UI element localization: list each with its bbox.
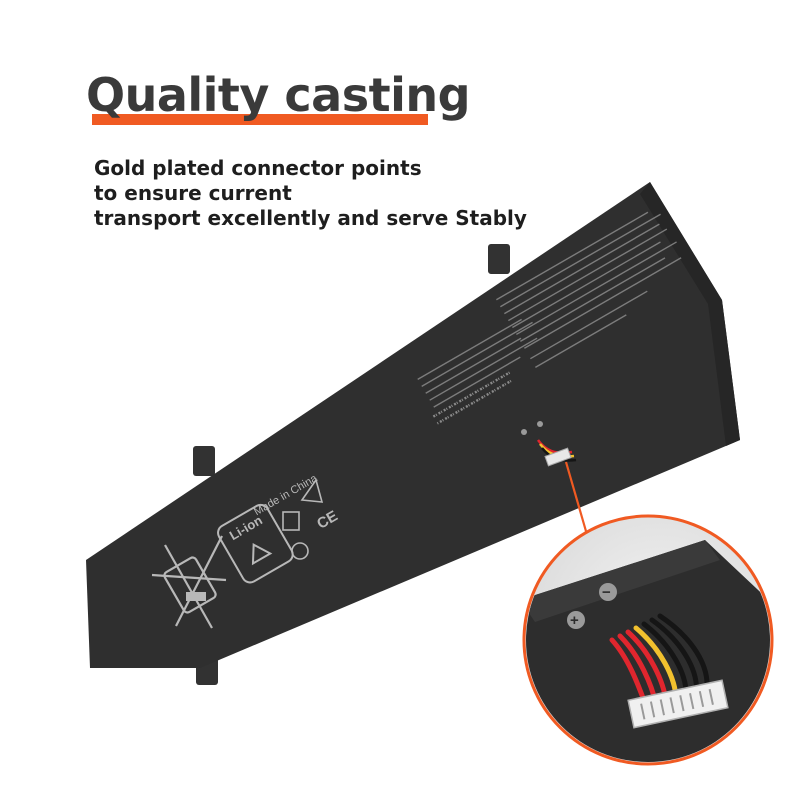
recycle-icon bbox=[251, 542, 273, 566]
plus-terminal-mark bbox=[567, 611, 585, 629]
plus-symbol: + bbox=[570, 612, 579, 629]
minus-symbol: − bbox=[602, 584, 611, 601]
connector-zoom-callout: + − bbox=[522, 514, 774, 766]
wire-connector-plug bbox=[627, 679, 729, 729]
subtext-line-2: to ensure current bbox=[94, 181, 292, 205]
crossed-bin-icon bbox=[151, 535, 227, 629]
subtext-line-1: Gold plated connector points bbox=[94, 156, 422, 180]
headline-underline-bar bbox=[92, 114, 428, 125]
subtext-line-3: transport excellently and serve Stably bbox=[94, 206, 527, 230]
minus-terminal-mark bbox=[599, 583, 617, 601]
headline: Quality casting bbox=[86, 68, 471, 122]
battery-body bbox=[86, 182, 740, 668]
battery-connector bbox=[521, 421, 577, 467]
battery-spec-label bbox=[417, 211, 682, 425]
recycle-box-icon bbox=[282, 511, 300, 531]
subtext: Gold plated connector points to ensure c… bbox=[94, 156, 527, 231]
warning-triangle-icon bbox=[300, 478, 324, 503]
